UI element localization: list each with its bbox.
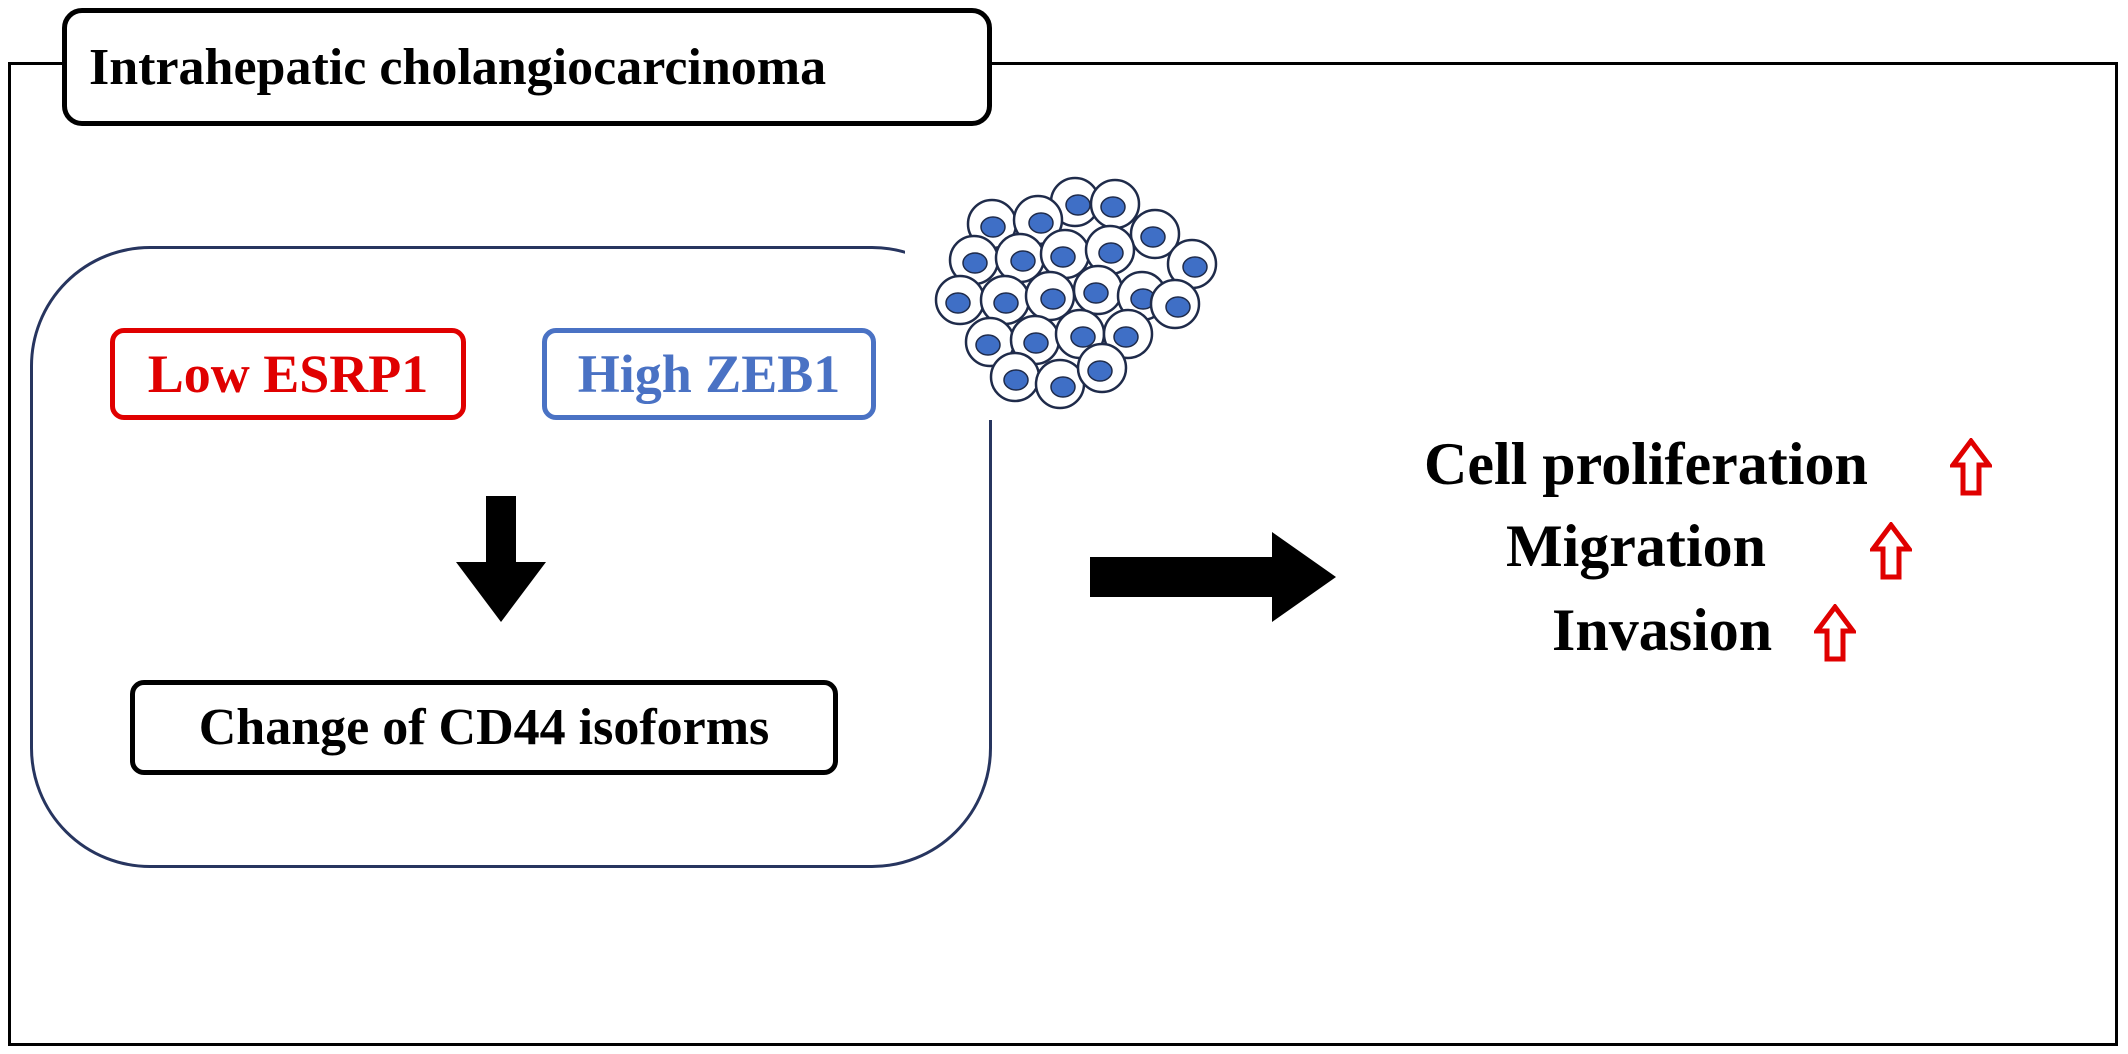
down-arrow-icon: [456, 496, 546, 622]
outer-frame: [8, 62, 2118, 1046]
outcome-invasion: Invasion: [1552, 597, 1773, 663]
cell: [1166, 238, 1218, 290]
cell: [979, 274, 1031, 326]
cell: [1024, 270, 1076, 322]
cell: [1102, 308, 1154, 360]
up-arrow-icon: [1870, 522, 1912, 580]
outcome-cell-proliferation: Cell proliferation: [1424, 431, 1868, 497]
right-arrow-icon: [1090, 532, 1336, 622]
cell: [1089, 178, 1141, 230]
cell: [989, 351, 1041, 403]
cell: [1076, 342, 1128, 394]
up-arrow-icon: [1814, 604, 1856, 662]
cell: [1049, 176, 1101, 228]
cd44-isoforms-box: Change of CD44 isoforms: [130, 680, 838, 775]
cancer-cell-cluster-icon: [934, 176, 1218, 410]
cell: [1149, 278, 1201, 330]
diagram-title-text: Intrahepatic cholangiocarcinoma: [89, 38, 827, 96]
up-arrow-icon: [1950, 438, 1992, 496]
diagram-title: Intrahepatic cholangiocarcinoma: [62, 8, 992, 126]
high-zeb1-label: High ZEB1: [577, 344, 841, 404]
low-esrp1-box: Low ESRP1: [110, 328, 466, 420]
high-zeb1-box: High ZEB1: [542, 328, 876, 420]
low-esrp1-label: Low ESRP1: [147, 344, 429, 404]
cell: [1012, 194, 1064, 246]
cd44-isoforms-label: Change of CD44 isoforms: [198, 699, 770, 756]
cell: [1129, 208, 1181, 260]
outcome-migration: Migration: [1506, 513, 1766, 579]
mechanism-panel: [30, 246, 992, 868]
cell: [1072, 264, 1124, 316]
cell: [934, 274, 986, 326]
